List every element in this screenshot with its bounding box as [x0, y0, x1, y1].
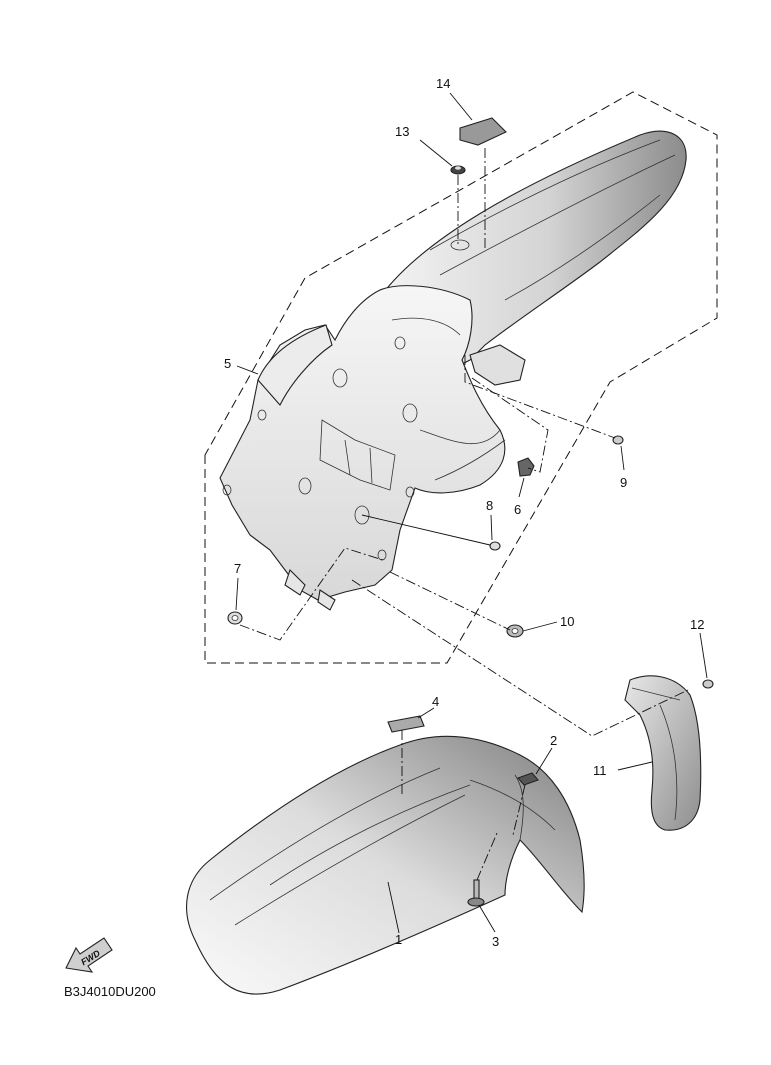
leader-5	[236, 365, 259, 375]
centerline-6	[471, 377, 549, 473]
leader-14	[449, 92, 473, 121]
leader-2	[535, 747, 553, 775]
callout-11: 11	[593, 763, 607, 778]
decal-14[interactable]	[459, 117, 507, 146]
washer-7[interactable]	[227, 611, 243, 625]
callout-13: 13	[395, 124, 409, 139]
callout-4: 4	[432, 694, 439, 709]
centerline-3	[476, 832, 498, 881]
leader-10	[522, 621, 558, 632]
callout-8: 8	[486, 498, 493, 513]
mud-flap[interactable]	[624, 675, 702, 831]
leader-6	[518, 477, 525, 498]
callout-1: 1	[395, 932, 402, 947]
bolt-3[interactable]	[467, 879, 485, 907]
leader-13	[419, 139, 453, 167]
rear-inner-fender-assembly[interactable]	[219, 285, 526, 611]
callout-12: 12	[690, 617, 704, 632]
callout-2: 2	[550, 733, 557, 748]
fwd-arrow-icon: FWD	[65, 937, 113, 973]
nut-6[interactable]	[517, 457, 535, 477]
callout-5: 5	[224, 356, 231, 371]
leader-1	[387, 881, 400, 934]
leader-3	[478, 904, 496, 933]
washer-8[interactable]	[489, 541, 501, 551]
leader-9	[620, 445, 625, 471]
centerline-10	[389, 571, 511, 631]
centerline-2	[512, 784, 526, 836]
bolt-10[interactable]	[506, 624, 524, 638]
leader-12	[699, 632, 708, 679]
bolt-9[interactable]	[612, 435, 624, 445]
leader-7	[235, 577, 239, 611]
decal-4[interactable]	[387, 715, 425, 733]
callout-7: 7	[234, 561, 241, 576]
bolt-12[interactable]	[702, 679, 714, 689]
nut-13[interactable]	[450, 165, 466, 175]
leader-8b	[361, 514, 491, 546]
front-fender[interactable]	[186, 735, 585, 995]
centerline-9	[464, 355, 616, 439]
leader-8	[490, 514, 493, 541]
centerline-11	[351, 579, 689, 737]
callout-10: 10	[560, 614, 574, 629]
leader-11	[617, 761, 653, 771]
centerline-7	[239, 547, 384, 641]
leader-4	[417, 707, 435, 719]
callout-9: 9	[620, 475, 627, 490]
diagram-code: B3J4010DU200	[64, 984, 156, 999]
nut-2[interactable]	[517, 772, 539, 786]
callout-3: 3	[492, 934, 499, 949]
callout-6: 6	[514, 502, 521, 517]
callout-14: 14	[436, 76, 450, 91]
assembly-outline	[204, 91, 718, 664]
